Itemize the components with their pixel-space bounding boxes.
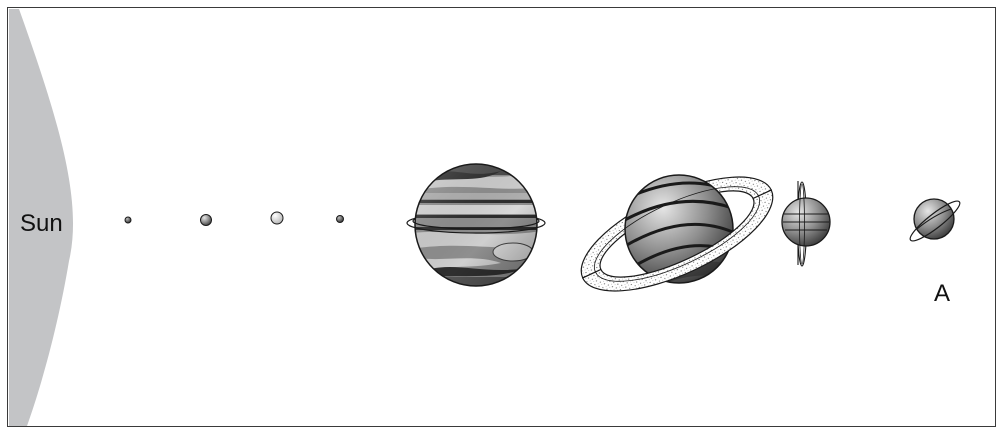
- planet-a: [906, 196, 963, 245]
- mercury: [125, 217, 131, 223]
- uranus: [782, 181, 830, 266]
- venus: [201, 215, 212, 226]
- diagram-canvas: [8, 8, 995, 426]
- saturn: [566, 154, 788, 314]
- solar-system-diagram: Sun A: [7, 7, 996, 427]
- jupiter: [407, 161, 545, 291]
- mars: [337, 216, 344, 223]
- sun-label: Sun: [20, 212, 63, 236]
- planet-a-label: A: [934, 282, 950, 306]
- earth: [271, 212, 283, 224]
